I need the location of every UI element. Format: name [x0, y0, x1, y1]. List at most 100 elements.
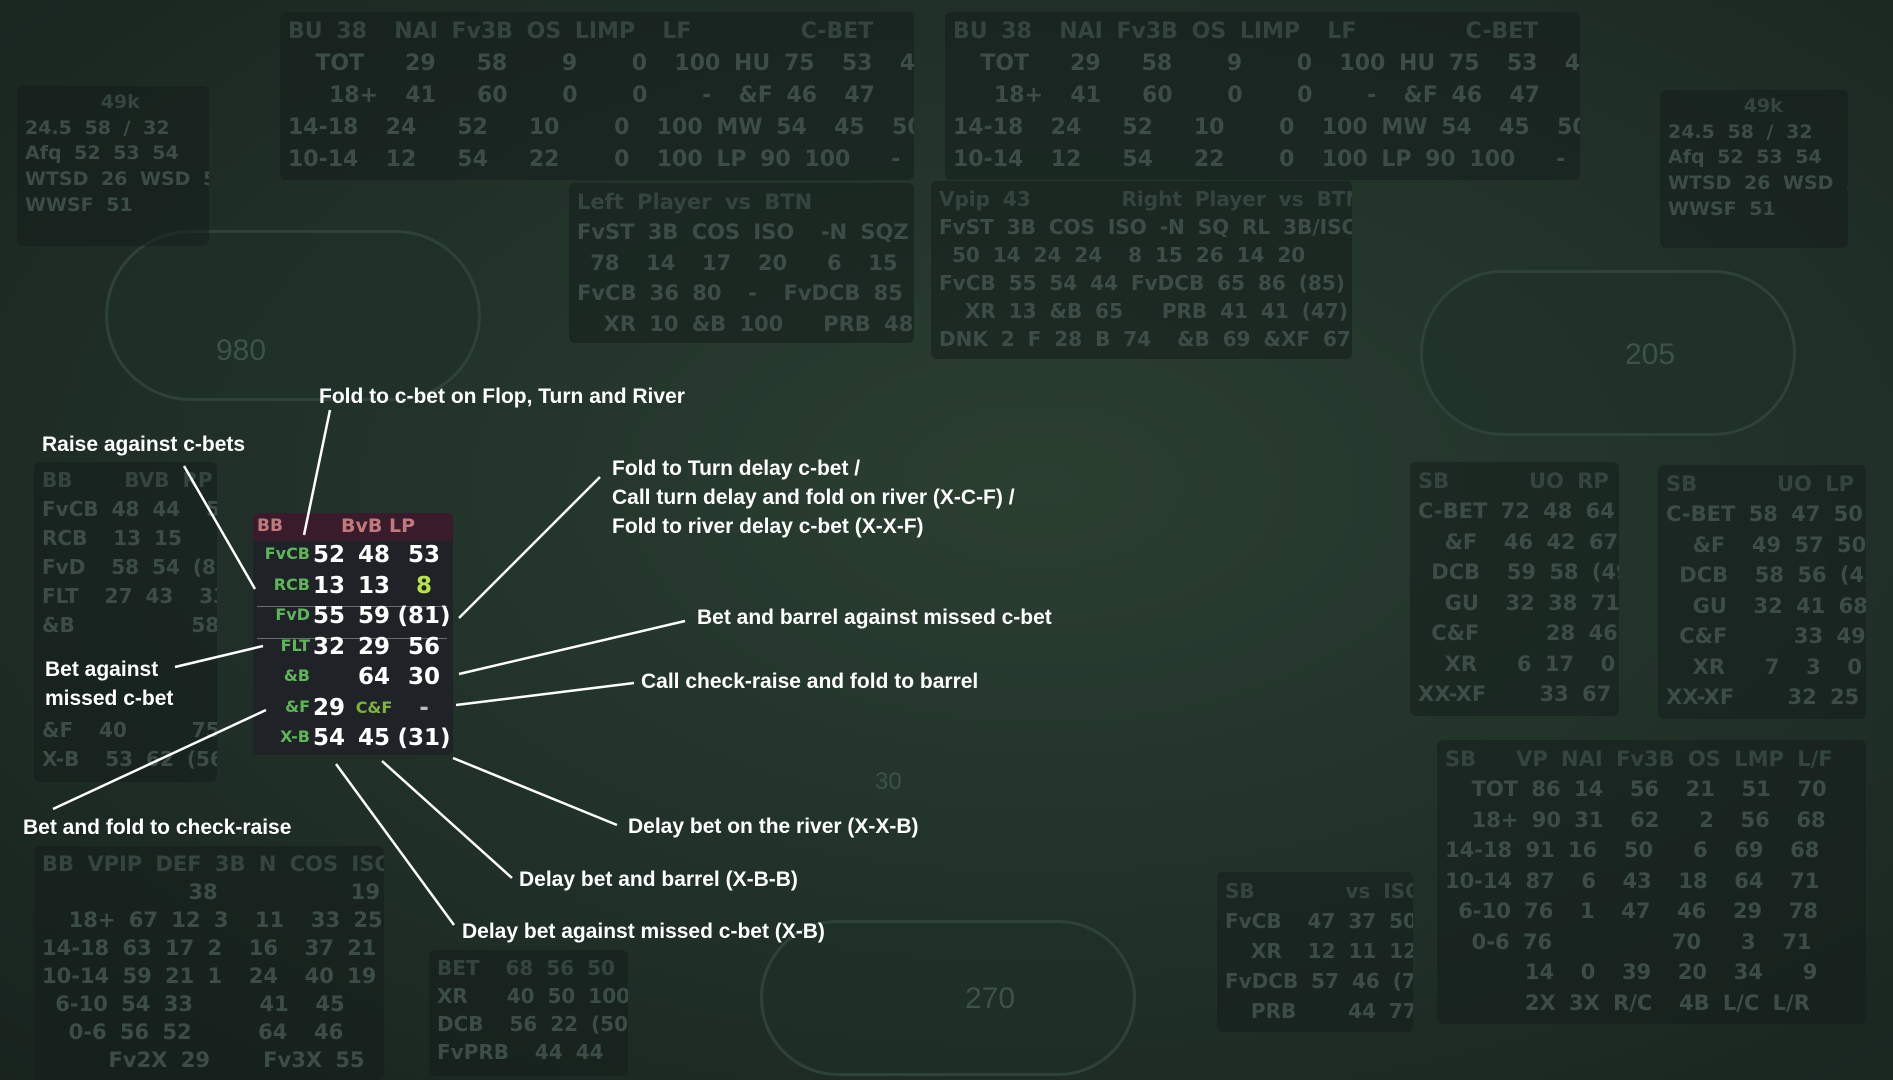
hud-row: GU 32 38 71 [1418, 590, 1619, 615]
hud-row: C-BET 72 48 64 [1418, 499, 1615, 524]
hud-row: XR 6 17 0 [1418, 651, 1616, 676]
hud-row: 14 0 39 20 34 9 [1445, 960, 1818, 985]
pot-bottom: 270 [965, 982, 1016, 1015]
pot-right: 205 [1625, 338, 1676, 371]
hud-row: Afq 52 53 54 [1668, 146, 1822, 169]
pointer-line [302, 409, 332, 536]
pointer-line [452, 756, 618, 827]
stat-value: 56 [407, 633, 440, 660]
hud-row: TOT 86 14 56 21 51 70 [1445, 777, 1827, 802]
hud-row: FvST 3B COS ISO -N SQ RL 3B/ISO [939, 215, 1352, 239]
hud-row: 18+ 67 12 3 11 33 25 [42, 908, 383, 932]
divider [257, 638, 447, 639]
hud-row: DCB 56 22 (50) [437, 1012, 628, 1036]
stat-value: 53 [407, 542, 440, 568]
hud-row: WTSD 26 WSD 57 [1668, 171, 1848, 194]
hud-row: DNK 2 F 28 B 74 &B 69 &XF 67 [939, 327, 1351, 351]
divider [257, 606, 447, 607]
hud-row: 50 14 24 24 8 15 26 14 20 [939, 243, 1306, 267]
hud-row: FvCB 55 54 44 FvDCB 65 86 (85) [939, 271, 1345, 295]
table-seat-right [1420, 270, 1796, 436]
stat-row-b: &B 64 30 [253, 664, 453, 694]
hud-row: 14-18 91 16 50 6 69 68 [1445, 838, 1820, 863]
pot-small: 30 [875, 768, 902, 795]
annotation-delay-missed: Delay bet against missed c-bet (X-B) [462, 920, 825, 943]
hud-row: FvPRB 44 44 [437, 1040, 604, 1064]
hud-row: RCB 13 15 6 [42, 526, 217, 550]
hud-row: 38 19 [42, 880, 380, 904]
stat-label: &B [283, 666, 310, 685]
hud-row: WTSD 26 WSD 57 [25, 167, 209, 190]
stat-value: 45 [357, 725, 390, 751]
hud-row: BU 38 NAI Fv3B OS LIMP LF C-BET DCB [288, 19, 874, 44]
hud-row: 6-10 54 33 41 45 [42, 992, 345, 1016]
hud-row: &F 40 75 [42, 718, 217, 742]
hud-row: XX-XF 33 67 [1418, 682, 1612, 707]
hud-top-right: BU 38 NAI Fv3B OS LIMP LF C-BET DCB TOT … [945, 12, 1580, 180]
stat-label: &F [285, 696, 310, 716]
hud-row: TOT 29 58 9 0 100 HU 75 53 42 55 47(38) [315, 50, 914, 76]
hud-bottom-left: BB VPIP DEF 3B N COS ISO 38 19 18+ 67 12… [34, 846, 384, 1080]
hud-row: XR 10 &B 100 PRB 48 48 [603, 311, 914, 336]
pointer-line [174, 644, 264, 669]
stat-value: 29 [312, 694, 345, 721]
annotation-delay-barrel: Delay bet and barrel (X-B-B) [519, 868, 798, 891]
stat-value: - [419, 694, 429, 721]
hud-row: 10-14 59 21 1 24 40 19 [42, 964, 377, 988]
annotation-line: Fold to Turn delay c-bet / [612, 457, 861, 480]
annotation-call-xr: Call check-raise and fold to barrel [641, 670, 979, 693]
table-seat-bottom [760, 920, 1136, 1076]
hud-row: BET 68 56 50 [437, 956, 615, 980]
hud-row: 18+ 41 60 0 0 - &F 46 47 0 FvPRB [328, 82, 875, 108]
hud-row: Left Player vs BTN Vpip 21 [577, 190, 813, 214]
hud-right-vs-btn: Vpip 43 Right Player vs BTN FvST 3B COS I… [931, 181, 1352, 359]
hud-row: 49k [1668, 95, 1783, 117]
hud-row: XR 7 3 0 [1666, 654, 1862, 679]
stat-label: X-B [280, 727, 310, 746]
stat-value: (81) [397, 603, 451, 629]
hud-row: 10-14 87 6 43 18 64 71 [1445, 868, 1820, 893]
hud-row: XX-XF 32 25 [1666, 685, 1860, 710]
stat-label: FvD [275, 605, 310, 624]
hud-row: C&F 28 46 [1418, 621, 1618, 646]
hud-row: BU 38 NAI Fv3B OS LIMP LF C-BET DCB [953, 19, 1539, 44]
stat-label: FvCB [264, 544, 310, 563]
stat-value: (31) [397, 725, 451, 751]
stat-value: 55 [312, 603, 345, 629]
table-seat-left [105, 230, 481, 401]
hud-row: 10-14 12 54 22 0 100 LP 90 100 - &F/B 61… [953, 146, 1566, 172]
stat-value: 32 [312, 633, 345, 660]
stat-value: 13 [357, 572, 390, 599]
hud-row: SB UO RP [1418, 469, 1609, 493]
hud-row: 18+ 90 31 62 2 56 68 [1445, 807, 1826, 832]
annotation-line: missed c-bet [45, 687, 174, 710]
stat-value: 64 [357, 664, 390, 690]
stat-value: 30 [407, 664, 440, 690]
hud-left-vs-btn: Left Player vs BTN Vpip 21 FvST 3B COS IS… [569, 183, 914, 343]
pointer-line [334, 763, 456, 926]
hud-row: FvST 3B COS ISO -N SQZ RL [577, 220, 909, 245]
hud-row: 78 14 17 20 6 15 26 [590, 250, 898, 275]
hud-row: WWSF 51 [25, 193, 133, 216]
hud-row: 14-18 63 17 2 16 37 21 [42, 936, 377, 960]
hud-top-left: BU 38 NAI Fv3B OS LIMP LF C-BET DCB TOT … [280, 12, 914, 180]
hud-position: BB [257, 516, 283, 536]
hud-title: BvB LP [341, 515, 415, 537]
pointer-line [381, 760, 513, 879]
stat-value: 48 [357, 542, 390, 568]
annotation-bet-missed: Bet against missed c-bet [45, 655, 173, 713]
hud-row: Vpip 43 Right Player vs BTN [939, 187, 1352, 211]
hud-row: Afq 52 53 54 [25, 142, 179, 165]
hud-row: 14-18 24 52 10 0 100 MW 54 45 50 51 61(4… [288, 114, 914, 140]
hud-header: BB BvB LP [253, 513, 453, 541]
pot-left: 980 [216, 334, 267, 367]
